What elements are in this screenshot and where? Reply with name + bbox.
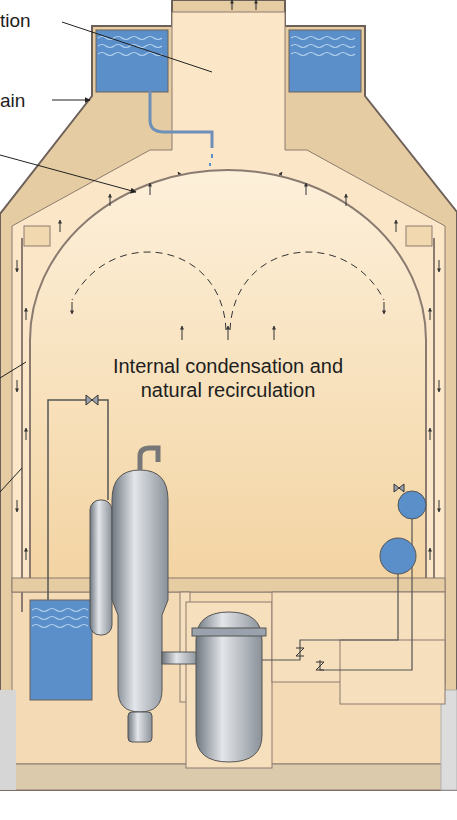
water-storage-tank bbox=[30, 600, 92, 700]
annulus-arrow bbox=[430, 548, 431, 560]
air-flow-arrow bbox=[150, 183, 151, 195]
cooling-water-tank bbox=[291, 45, 355, 48]
water-storage-tank bbox=[30, 600, 92, 700]
lower-building bbox=[12, 592, 445, 764]
leader-line bbox=[0, 362, 26, 378]
pressurizer bbox=[90, 500, 112, 635]
recirculation-flow bbox=[72, 252, 384, 340]
cooling-water-tank bbox=[96, 30, 361, 92]
annulus-arrow bbox=[26, 428, 27, 440]
part-label: tion bbox=[0, 9, 80, 32]
annulus-arrow bbox=[26, 548, 27, 560]
annulus-arrow bbox=[430, 308, 431, 320]
annulus-arrow bbox=[439, 380, 440, 392]
annulus-arrow bbox=[17, 260, 18, 272]
annulus-arrow bbox=[439, 260, 440, 272]
cooling-water-tank bbox=[96, 30, 168, 92]
leader-line bbox=[52, 100, 90, 101]
cooling-water-tank bbox=[289, 30, 361, 92]
recirculation-flow bbox=[72, 252, 226, 330]
annulus-arrow bbox=[26, 308, 27, 320]
recirculation-flow bbox=[72, 302, 73, 314]
leader-line bbox=[0, 155, 136, 192]
steam-line bbox=[140, 448, 158, 470]
air-baffle bbox=[406, 226, 432, 246]
annulus-arrow bbox=[430, 428, 431, 440]
flow-annotation: Internal condensation and natural recirc… bbox=[93, 354, 363, 402]
cooling-water-tank bbox=[98, 37, 355, 56]
operating-floor bbox=[12, 578, 445, 592]
check-valve bbox=[296, 648, 324, 670]
annulus-arrow bbox=[17, 500, 18, 512]
cooling-water-tank bbox=[291, 37, 355, 40]
cooling-water-tank bbox=[291, 53, 355, 56]
compartment-wall bbox=[340, 640, 445, 704]
steam-generator bbox=[112, 470, 168, 712]
chimney bbox=[232, 0, 233, 10]
annulus-arrow bbox=[17, 260, 439, 560]
air-baffle bbox=[433, 238, 435, 612]
annulus-arrow bbox=[439, 500, 440, 512]
air-baffle bbox=[21, 238, 23, 612]
recirculation-flow bbox=[274, 326, 275, 340]
water-storage-tank bbox=[32, 625, 88, 628]
compartment-wall bbox=[180, 592, 445, 768]
water-drip bbox=[210, 154, 212, 166]
leader-line bbox=[0, 22, 212, 492]
air-flow-arrow bbox=[60, 220, 61, 232]
recirculation-flow bbox=[182, 326, 183, 340]
drain-pipe bbox=[150, 90, 212, 148]
chimney bbox=[256, 0, 257, 10]
makeup-tank bbox=[398, 491, 426, 519]
containment-vessel bbox=[30, 170, 426, 580]
shield-building bbox=[0, 0, 457, 790]
air-flow-arrow bbox=[396, 220, 397, 232]
cooling-water-tank bbox=[98, 53, 162, 56]
air-flow-arrow bbox=[60, 183, 396, 232]
water-storage-tank bbox=[32, 617, 88, 620]
air-flow-arrow bbox=[306, 183, 307, 195]
valve-symbol bbox=[394, 484, 404, 492]
recirculation-flow bbox=[228, 326, 229, 340]
annulus-arrow bbox=[17, 380, 18, 392]
water-storage-tank bbox=[32, 609, 88, 612]
air-baffle bbox=[22, 226, 434, 612]
coolant-pump bbox=[128, 712, 152, 742]
air-baffle bbox=[24, 226, 50, 246]
valve-symbol bbox=[86, 395, 98, 405]
compartment-wall bbox=[186, 602, 272, 768]
leader-line bbox=[0, 468, 22, 492]
leader-line bbox=[62, 22, 212, 72]
ground-strip bbox=[0, 690, 16, 790]
vessel-flange bbox=[192, 628, 266, 636]
hot-leg bbox=[162, 652, 198, 664]
recirculation-flow bbox=[230, 252, 384, 330]
air-space bbox=[12, 12, 445, 592]
air-flow-arrow bbox=[346, 194, 347, 206]
recirculation-flow bbox=[384, 302, 385, 314]
part-label: ain bbox=[0, 89, 60, 112]
accumulator-tank bbox=[380, 538, 416, 574]
air-flow-arrow bbox=[110, 194, 111, 206]
ground-strip bbox=[441, 690, 457, 790]
water-storage-tank bbox=[32, 609, 88, 628]
